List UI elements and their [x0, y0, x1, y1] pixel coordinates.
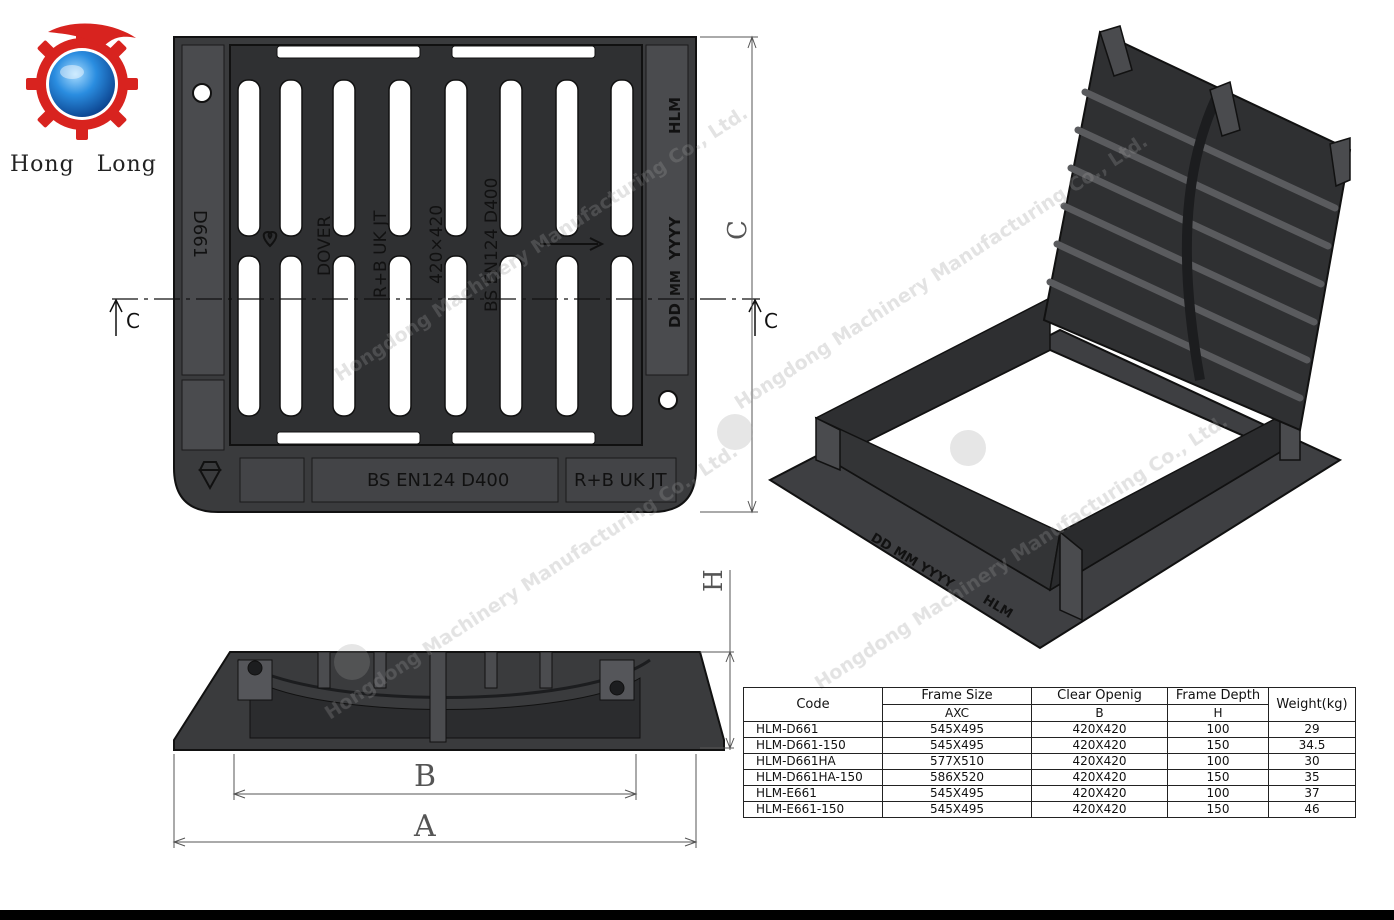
frame-text-d661: D661: [189, 210, 210, 258]
cell-clear-opening: 420X420: [1031, 721, 1168, 738]
table-row: HLM-E661 545X495 420X420 100 37: [743, 785, 1356, 802]
side-view-drawing: H B A: [172, 569, 735, 848]
table-row: HLM-D661-150 545X495 420X420 150 34.5: [743, 737, 1356, 754]
plan-view-drawing: DOVER R+B UK JT 420×420 BS EN124 D400 D6…: [109, 35, 778, 514]
section-arrow-right-icon: [748, 298, 762, 336]
grate-text-rbukjt: R+B UK JT: [371, 210, 391, 298]
cell-code: HLM-D661HA-150: [743, 769, 883, 786]
grate-text-size: 420×420: [427, 205, 447, 284]
cell-weight: 46: [1268, 801, 1356, 818]
cell-weight: 34.5: [1268, 737, 1356, 754]
section-label-right: C: [764, 309, 778, 333]
header-code: Code: [743, 687, 883, 722]
dimension-b-label: B: [414, 759, 436, 794]
cell-clear-opening: 420X420: [1031, 769, 1168, 786]
header-frame-size-sub: AXC: [882, 704, 1032, 722]
cell-clear-opening: 420X420: [1031, 785, 1168, 802]
grate-text-dover: DOVER: [315, 215, 335, 276]
frame-text-bs-en124: BS EN124 D400: [367, 470, 509, 491]
bottom-border-bar: [0, 910, 1394, 920]
cell-frame-size: 545X495: [882, 801, 1032, 818]
cell-frame-size: 577X510: [882, 753, 1032, 770]
cell-frame-depth: 150: [1167, 737, 1269, 754]
arrow-icon: [540, 237, 605, 251]
header-frame-depth: Frame Depth: [1167, 687, 1269, 705]
cell-clear-opening: 420X420: [1031, 737, 1168, 754]
cell-weight: 30: [1268, 753, 1356, 770]
frame-text-rb-ukjt: R+B UK JT: [574, 470, 668, 491]
table-row: HLM-E661-150 545X495 420X420 150 46: [743, 801, 1356, 818]
table-row: HLM-D661 545X495 420X420 100 29: [743, 721, 1356, 738]
table-row: HLM-D661HA 577X510 420X420 100 30: [743, 753, 1356, 770]
frame-text-hlm: HLM: [666, 97, 684, 134]
cell-frame-depth: 100: [1167, 785, 1269, 802]
cell-frame-size: 545X495: [882, 721, 1032, 738]
header-weight: Weight(kg): [1268, 687, 1356, 722]
grate-slots-lower: [237, 255, 634, 417]
grate-text-standard: BS EN124 D400: [482, 178, 502, 312]
cell-clear-opening: 420X420: [1031, 753, 1168, 770]
cell-clear-opening: 420X420: [1031, 801, 1168, 818]
cell-code: HLM-D661: [743, 721, 883, 738]
grate-slots-upper: [237, 79, 634, 237]
table-row: HLM-D661HA-150 586X520 420X420 150 35: [743, 769, 1356, 786]
spec-table: Code Frame Size Clear Openig Frame Depth…: [743, 687, 1356, 818]
cell-frame-size: 545X495: [882, 737, 1032, 754]
cell-weight: 37: [1268, 785, 1356, 802]
cell-frame-depth: 150: [1167, 769, 1269, 786]
cell-frame-size: 586X520: [882, 769, 1032, 786]
company-name-part1: Hong: [10, 152, 75, 177]
frame-text-yyyy: YYYY: [666, 215, 684, 261]
frame-text-mm: MM: [669, 270, 684, 296]
company-name-part2: Long: [96, 152, 157, 177]
cell-code: HLM-D661HA: [743, 753, 883, 770]
dimension-c-label: C: [723, 220, 753, 240]
heart-icon: [262, 230, 278, 248]
logo-gear-globe-icon: [26, 23, 138, 140]
cell-weight: 35: [1268, 769, 1356, 786]
cell-code: HLM-D661-150: [743, 737, 883, 754]
header-frame-size: Frame Size: [882, 687, 1032, 705]
frame-text-dd: DD: [666, 303, 684, 328]
cell-weight: 29: [1268, 721, 1356, 738]
section-label-left: C: [126, 309, 140, 333]
cell-code: HLM-E661: [743, 785, 883, 802]
isometric-view-drawing: DD MM YYYY HLM: [767, 25, 1352, 650]
company-name: Hong Long: [10, 152, 157, 177]
kitemark-icon: [198, 461, 222, 491]
cell-frame-depth: 100: [1167, 721, 1269, 738]
company-logo: [18, 18, 146, 146]
cell-code: HLM-E661-150: [743, 801, 883, 818]
cell-frame-size: 545X495: [882, 785, 1032, 802]
dimension-h-label: H: [699, 569, 729, 592]
header-clear-opening-sub: B: [1031, 704, 1168, 722]
cell-frame-depth: 100: [1167, 753, 1269, 770]
cell-frame-depth: 150: [1167, 801, 1269, 818]
dimension-a-label: A: [413, 809, 436, 844]
section-arrow-left-icon: [109, 298, 123, 336]
header-frame-depth-sub: H: [1167, 704, 1269, 722]
header-clear-opening: Clear Openig: [1031, 687, 1168, 705]
